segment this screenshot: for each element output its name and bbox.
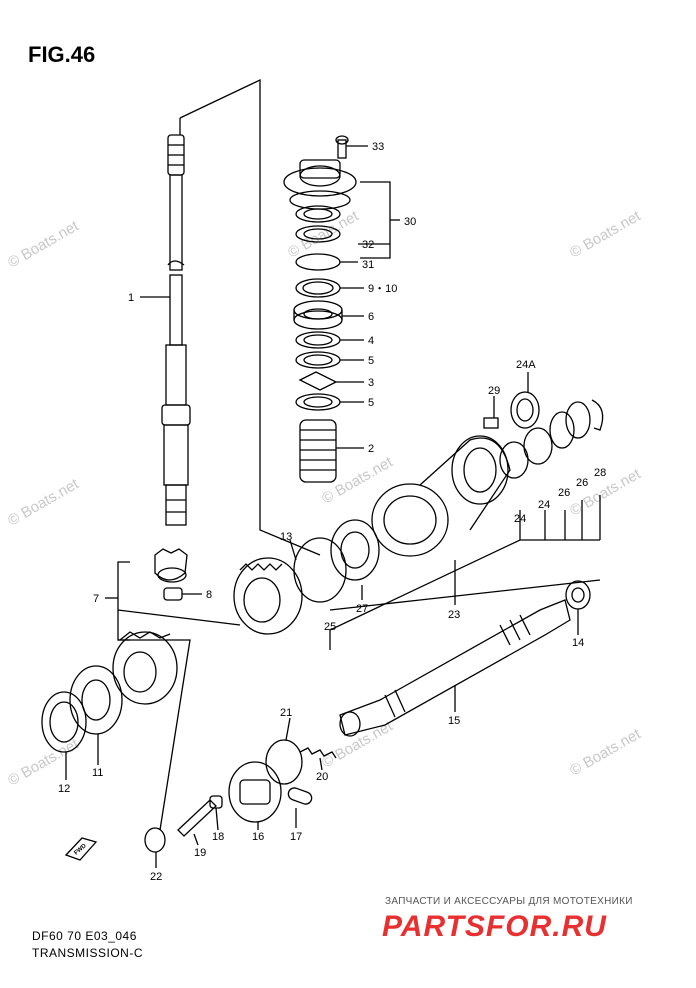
part-23-bearing-housing: [371, 435, 511, 557]
part-31-oring: [295, 253, 341, 271]
part-21-ring: [265, 739, 303, 785]
part-seal: [295, 205, 341, 223]
part-12-seal: [41, 691, 87, 753]
part-14-washer: [565, 580, 591, 610]
part-3-clip: [298, 371, 338, 391]
part-24a-bearing: [510, 391, 540, 429]
callout-20: 20: [316, 771, 328, 783]
callout-24: 24: [514, 513, 526, 525]
part-30-housing: [283, 159, 357, 210]
brand-logo-text: PARTSFOR.RU: [382, 910, 607, 943]
part-26-ring: [565, 401, 591, 439]
part-reverse-gear: [112, 631, 178, 705]
callout-24a: 24A: [516, 359, 536, 371]
callout-19: 19: [194, 847, 206, 859]
callout-4: 4: [368, 335, 374, 347]
callout-15: 15: [448, 715, 460, 727]
callout-29: 29: [488, 385, 500, 397]
callout-31: 31: [362, 259, 374, 271]
callout-17: 17: [290, 831, 302, 843]
callout-1: 1: [128, 292, 134, 304]
callout-25: 25: [324, 621, 336, 633]
part-19-push-rod: [177, 799, 217, 837]
part-24-bearing: [499, 441, 529, 479]
callout-16: 16: [252, 831, 264, 843]
part-29-bolt: [483, 417, 499, 429]
callout-30: 30: [404, 216, 416, 228]
part-25-gear: [233, 557, 303, 635]
part-22-ring: [144, 827, 166, 853]
callout-26: 26: [576, 477, 588, 489]
callout-5: 5: [368, 355, 374, 367]
callout-32: 32: [362, 239, 374, 251]
part-seal: [295, 225, 341, 243]
part-28-circlip: [591, 399, 604, 431]
callout-18: 18: [212, 831, 224, 843]
callout-3: 3: [368, 377, 374, 389]
callout-27: 27: [356, 603, 368, 615]
fwd-arrow-icon: FWD: [64, 837, 98, 861]
callout-12: 12: [58, 783, 70, 795]
brand-tagline: ЗАПЧАСТИ И АКСЕССУАРЫ ДЛЯ МОТОТЕХНИКИ: [385, 896, 633, 907]
callout-24: 24: [538, 499, 550, 511]
part-24-bearing: [523, 427, 553, 465]
model-code: DF60 70 E03_046: [32, 929, 137, 943]
part-26-ring: [549, 411, 575, 449]
callout-7: 7: [93, 593, 99, 605]
callout-2: 2: [368, 443, 374, 455]
part-16-clutch: [228, 761, 282, 823]
callout-11: 11: [92, 767, 103, 779]
part-11-bearing: [69, 665, 123, 735]
part-8-nut: [163, 587, 183, 601]
callout-26: 26: [558, 487, 570, 499]
callout-28: 28: [594, 467, 606, 479]
assembly-bracket-line: [179, 78, 321, 556]
part-2-spring: [299, 419, 337, 483]
part-20-spring: [299, 747, 337, 759]
callout-21: 21: [280, 707, 292, 719]
callout-6: 6: [368, 311, 374, 323]
part-17-pin: [287, 787, 313, 805]
part-15-propeller-shaft: [339, 599, 571, 737]
part-6-bearing: [293, 300, 343, 330]
callout-23: 23: [448, 609, 460, 621]
callout-14: 14: [572, 637, 584, 649]
callout-9-10: 9・10: [368, 283, 397, 295]
part-27-bearing: [330, 519, 380, 581]
part-7-pinion-gear: [154, 548, 188, 583]
callout-13: 13: [280, 531, 292, 543]
figure-title: FIG.46: [28, 42, 96, 67]
callout-8: 8: [206, 589, 212, 601]
callout-33: 33: [372, 141, 384, 153]
part-33-bolt: [335, 135, 349, 159]
part-1-drive-shaft: [161, 134, 191, 526]
section-name: TRANSMISSION-C: [32, 946, 144, 960]
callout-22: 22: [150, 871, 162, 883]
callout-5: 5: [368, 397, 374, 409]
part-13-ring: [293, 537, 347, 603]
